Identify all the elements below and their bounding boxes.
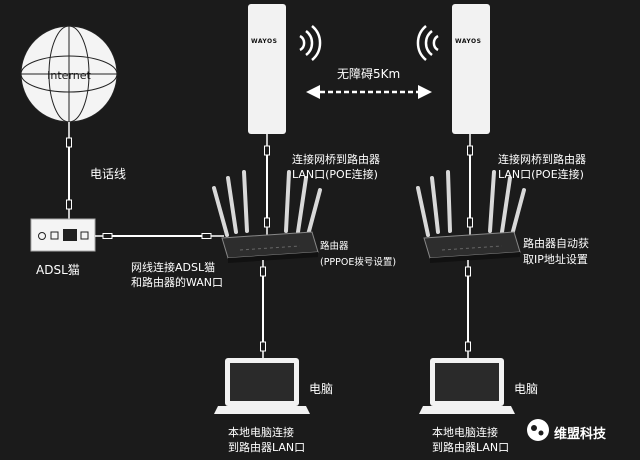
right-router-label-line1: 路由器自动获 bbox=[523, 237, 589, 250]
left-bridge-device bbox=[248, 4, 286, 236]
phone-cable bbox=[66, 122, 72, 219]
left-laptop-icon bbox=[214, 358, 310, 414]
wan-cable bbox=[95, 233, 224, 239]
left-pc-desc-line2: 到路由器LAN口 bbox=[228, 441, 306, 454]
globe-icon bbox=[20, 25, 118, 123]
right-laptop-icon bbox=[419, 358, 515, 414]
double-arrow-icon bbox=[306, 85, 432, 99]
left-pc-label: 电脑 bbox=[309, 382, 334, 396]
wechat-icon bbox=[527, 419, 549, 441]
left-router-icon bbox=[212, 170, 322, 263]
right-pc-desc-line1: 本地电脑连接 bbox=[432, 426, 498, 439]
left-pc-cable bbox=[260, 260, 266, 358]
watermark-text: 维盟科技 bbox=[554, 427, 607, 442]
cable-label-line2: 和路由器的WAN口 bbox=[131, 276, 224, 289]
phone-line-label: 电话线 bbox=[90, 167, 127, 181]
adsl-label: ADSL猫 bbox=[36, 263, 80, 277]
wifi-signal-icon bbox=[299, 25, 322, 61]
right-pc-label: 电脑 bbox=[514, 382, 539, 396]
right-bridge-connect-line2: LAN口(POE连接) bbox=[498, 168, 584, 181]
right-router-icon bbox=[416, 170, 526, 263]
cable-label-line1: 网线连接ADSL猫 bbox=[131, 261, 216, 274]
wifi-signal-icon bbox=[416, 25, 439, 61]
internet-label: Internet bbox=[47, 69, 91, 82]
left-bridge-brand: WAYOS bbox=[251, 38, 278, 45]
link-distance-label: 无障碍5Km bbox=[337, 67, 401, 81]
right-pc-cable bbox=[465, 260, 471, 358]
left-pc-desc-line1: 本地电脑连接 bbox=[228, 426, 294, 439]
left-router-label-line2: (PPPOE拨号设置) bbox=[320, 257, 397, 268]
right-bridge-brand: WAYOS bbox=[455, 38, 482, 45]
left-bridge-connect-line2: LAN口(POE连接) bbox=[292, 168, 378, 181]
right-bridge-connect-line1: 连接网桥到路由器 bbox=[498, 153, 586, 166]
right-router-label-line2: 取IP地址设置 bbox=[523, 253, 588, 266]
left-bridge-connect-line1: 连接网桥到路由器 bbox=[292, 153, 380, 166]
adsl-modem-icon bbox=[30, 218, 96, 252]
right-bridge-device bbox=[452, 4, 490, 236]
right-pc-desc-line2: 到路由器LAN口 bbox=[432, 441, 510, 454]
left-router-label-line1: 路由器 bbox=[320, 241, 349, 252]
